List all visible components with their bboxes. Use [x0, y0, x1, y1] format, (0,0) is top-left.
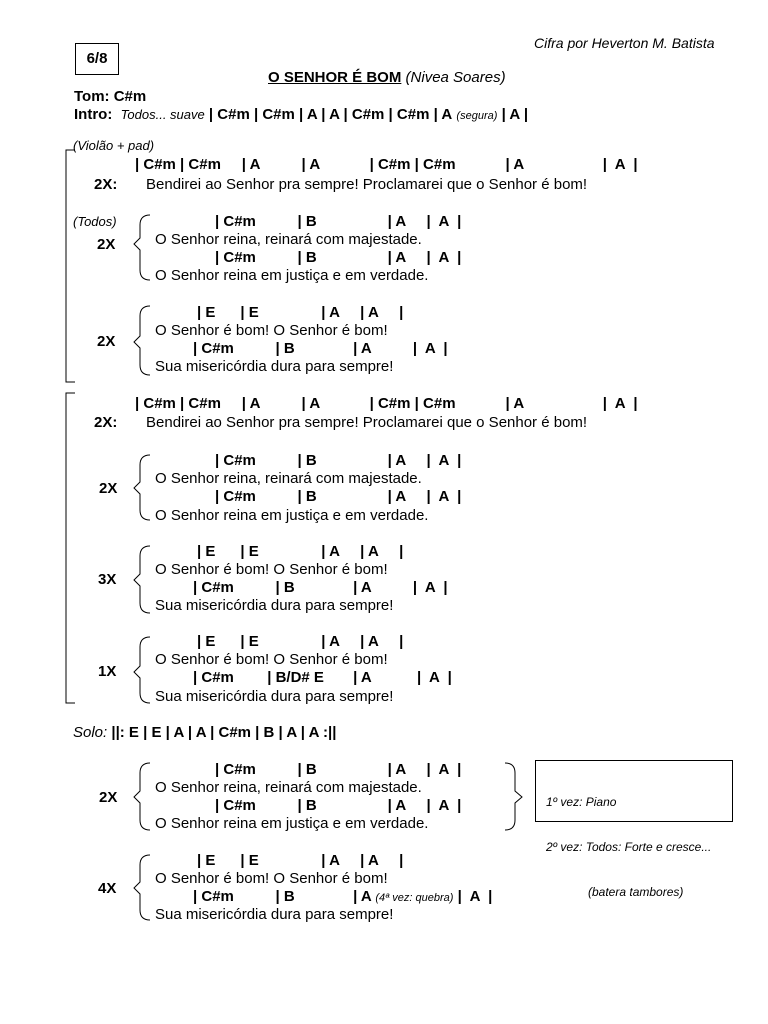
chord-segment: | C#m | B | A — [193, 888, 372, 905]
tom-line: Tom: C#m — [74, 88, 147, 105]
repeat-label: 1X — [98, 663, 117, 680]
chord-line: | C#m | B | A (4ª vez: quebra) | A | — [193, 888, 492, 905]
chord-line: | E | E | A | A | — [197, 633, 404, 650]
chord-line: | C#m | C#m | A | A | C#m | C#m | A | A … — [135, 156, 638, 173]
chord-line: | C#m | B | A | A | — [193, 579, 448, 596]
title-artist: (Nivea Soares) — [405, 69, 506, 86]
lyric-line: Sua misericórdia dura para sempre! — [155, 688, 394, 705]
lyric-line: O Senhor reina em justiça e em verdade. — [155, 507, 429, 524]
intro-chords-b: | A | — [501, 106, 529, 123]
chord-line: | C#m | B/D# E | A | A | — [193, 669, 452, 686]
quebra-note: (4ª vez: quebra) — [375, 892, 454, 904]
title-name: O SENHOR É BOM — [268, 69, 402, 86]
repeat-label: 2X — [99, 789, 118, 806]
intro-note: Todos... suave — [120, 107, 205, 122]
chord-line: | E | E | A | A | — [197, 543, 404, 560]
lyric-line: O Senhor reina em justiça e em verdade. — [155, 267, 429, 284]
intro-line: Intro: Todos... suave | C#m | C#m | A | … — [74, 106, 528, 123]
solo-line: Solo: ||: E | E | A | A | C#m | B | A | … — [73, 724, 336, 741]
song-title: O SENHOR É BOM (Nivea Soares) — [268, 69, 506, 86]
instr-note: (Violão + pad) — [73, 138, 155, 153]
page-number-box: 6/8 — [75, 43, 119, 75]
note-line-3: (batera tambores) — [588, 885, 684, 899]
solo-label: Solo: — [73, 724, 108, 741]
todos-note: (Todos) — [73, 214, 117, 229]
solo-chords: ||: E | E | A | A | C#m | B | A | A :|| — [111, 724, 337, 741]
chord-line: | E | E | A | A | — [197, 852, 404, 869]
lyric-line: Sua misericórdia dura para sempre! — [155, 597, 394, 614]
repeat-label: 2X — [97, 333, 116, 350]
repeat-label: 2X — [97, 236, 116, 253]
repeat-label: 2X — [99, 480, 118, 497]
lyric-line: O Senhor é bom! O Senhor é bom! — [155, 322, 388, 339]
lyric-line: O Senhor reina, reinará com majestade. — [155, 779, 422, 796]
note-line-2: 2º vez: Todos: Forte e cresce... — [546, 840, 712, 854]
chord-line: | E | E | A | A | — [197, 304, 404, 321]
chord-line: | C#m | B | A | A | — [193, 340, 448, 357]
intro-label: Intro: — [74, 106, 113, 123]
repeat-label: 2X: — [94, 176, 118, 193]
chord-line: | C#m | B | A | A | — [215, 488, 462, 505]
lyric-line: O Senhor é bom! O Senhor é bom! — [155, 561, 388, 578]
lyric-line: Sua misericórdia dura para sempre! — [155, 906, 394, 923]
lyric-line: O Senhor é bom! O Senhor é bom! — [155, 651, 388, 668]
lyric-line: O Senhor reina em justiça e em verdade. — [155, 815, 429, 832]
repeat-label: 3X — [98, 571, 117, 588]
repeat-label: 4X — [98, 880, 117, 897]
lyric-line: O Senhor reina, reinará com majestade. — [155, 470, 422, 487]
intro-chords-a: | C#m | C#m | A | A | C#m | C#m | A — [208, 106, 453, 123]
chord-line: | C#m | B | A | A | — [215, 761, 462, 778]
lyric-line: O Senhor é bom! O Senhor é bom! — [155, 870, 388, 887]
chord-segment-end: | A | — [457, 888, 493, 905]
note-line-1: 1º vez: Piano — [546, 795, 617, 809]
lyric-line: Bendirei ao Senhor pra sempre! Proclamar… — [146, 176, 588, 193]
credit-text: Cifra por Heverton M. Batista — [534, 35, 715, 51]
performance-note-box: 1º vez: Piano 2º vez: Todos: Forte e cre… — [535, 760, 733, 899]
lyric-line: Bendirei ao Senhor pra sempre! Proclamar… — [146, 414, 588, 431]
chord-line: | C#m | B | A | A | — [215, 797, 462, 814]
chord-line: | C#m | B | A | A | — [215, 452, 462, 469]
intro-segura: (segura) — [456, 110, 498, 122]
lyric-line: Sua misericórdia dura para sempre! — [155, 358, 394, 375]
chord-line: | C#m | C#m | A | A | C#m | C#m | A | A … — [135, 395, 638, 412]
repeat-label: 2X: — [94, 414, 118, 431]
chord-line: | C#m | B | A | A | — [215, 249, 462, 266]
lyric-line: O Senhor reina, reinará com majestade. — [155, 231, 422, 248]
chord-line: | C#m | B | A | A | — [215, 213, 462, 230]
